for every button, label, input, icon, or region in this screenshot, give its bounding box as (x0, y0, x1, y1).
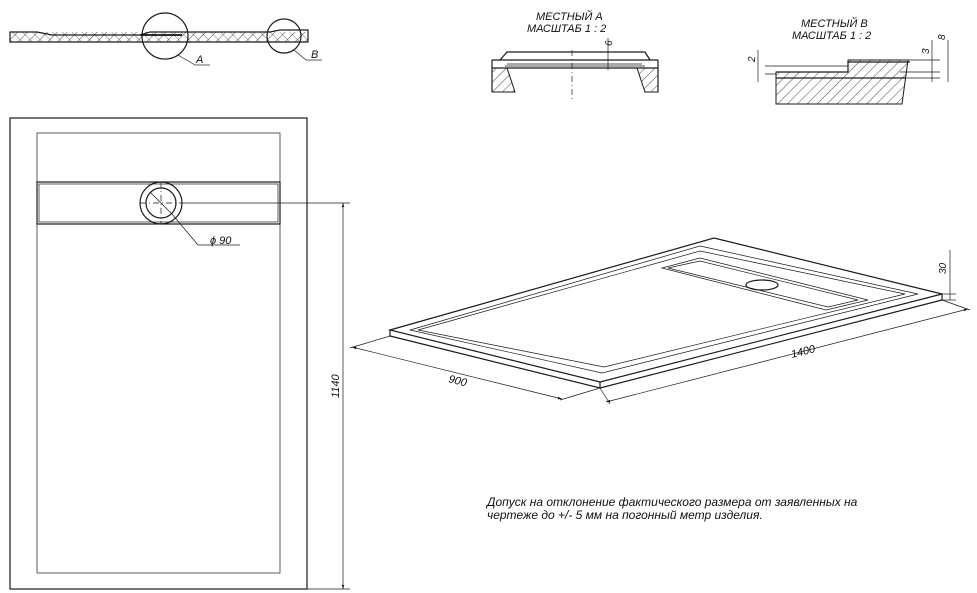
tolerance-note-line2: чертеже до +/- 5 мм на погонный метр изд… (487, 508, 763, 522)
detail-a-dim-depth: 6 (604, 40, 615, 46)
callout-circle-b (266, 18, 302, 54)
plan-view: ϕ 90 1140 (9, 117, 350, 590)
detail-b-dim-3: 3 (921, 48, 932, 54)
isometric-view: 900 1400 30 (349, 237, 971, 405)
detail-a-scale: МАСШТАБ 1 : 2 (527, 23, 606, 35)
detail-b-title: МЕСТНЫЙ В (801, 17, 868, 30)
iso-length-dim: 1400 (790, 343, 818, 361)
tolerance-note: Допуск на отклонение фактического размер… (487, 496, 917, 522)
plan-height-dim: 1140 (330, 373, 342, 398)
detail-b: МЕСТНЫЙ В МАСШТАБ 1 : 2 2 3 8 (747, 17, 949, 105)
detail-a: МЕСТНЫЙ А МАСШТАБ 1 : 2 6 (491, 10, 659, 100)
detail-b-dim-2: 2 (747, 56, 758, 63)
iso-drain (745, 279, 779, 291)
section-view: A B (9, 12, 322, 66)
detail-b-scale: МАСШТАБ 1 : 2 (792, 30, 871, 42)
iso-width-dim: 900 (447, 373, 469, 389)
callout-b-label: B (311, 49, 318, 61)
callout-circle-a (141, 12, 189, 60)
iso-height-dim: 30 (938, 262, 949, 274)
detail-a-title: МЕСТНЫЙ А (536, 10, 603, 23)
detail-b-dim-8: 8 (937, 34, 948, 40)
callout-a-label: A (195, 54, 203, 66)
drain-diameter-label: ϕ 90 (210, 235, 232, 247)
tolerance-note-line1: Допуск на отклонение фактического размер… (487, 495, 858, 509)
